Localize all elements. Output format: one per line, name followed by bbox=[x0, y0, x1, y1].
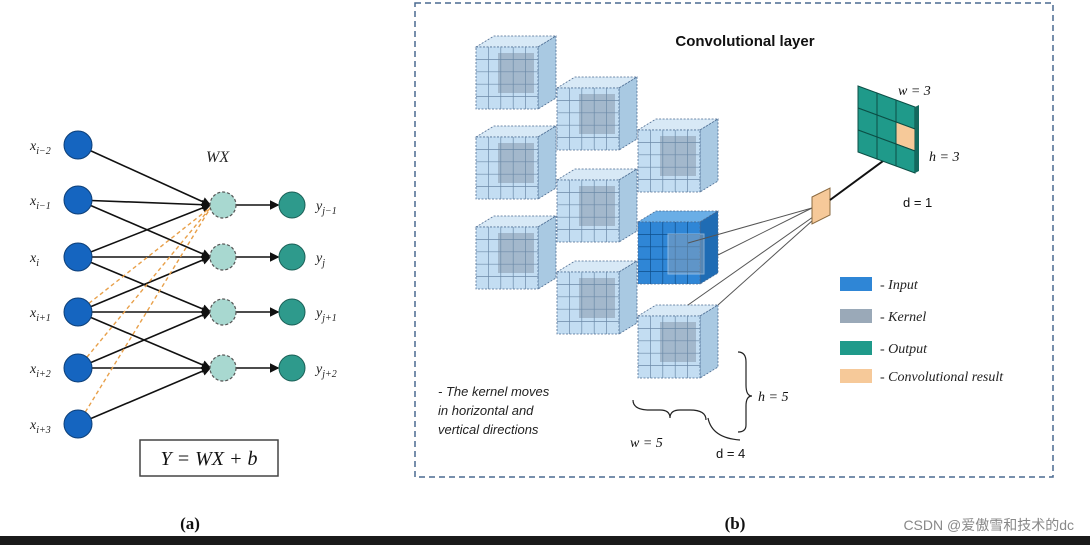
output-grid bbox=[857, 85, 919, 174]
output-h-label: h = 3 bbox=[929, 150, 959, 165]
hidden-node bbox=[209, 298, 237, 326]
network-edges bbox=[77, 144, 280, 425]
input-label: xi+2 bbox=[29, 362, 51, 380]
input-cube bbox=[474, 125, 558, 200]
output-grid-side bbox=[915, 105, 919, 173]
edge-solid bbox=[77, 311, 212, 370]
input-cubes bbox=[474, 35, 720, 379]
kernel-note-line-2: in horizontal and bbox=[438, 403, 534, 418]
conv-result-cell bbox=[811, 187, 831, 225]
input-cube bbox=[555, 260, 639, 335]
legend: - Input - Kernel - Output - Convolutiona… bbox=[840, 277, 1004, 385]
output-node bbox=[278, 191, 306, 219]
output-label: yj bbox=[314, 251, 325, 269]
input-node bbox=[63, 409, 93, 439]
output-w-label: w = 3 bbox=[898, 84, 931, 99]
projection-lines bbox=[687, 207, 823, 306]
panel-b-frame bbox=[414, 2, 1054, 478]
input-node bbox=[63, 242, 93, 272]
input-node bbox=[63, 297, 93, 327]
edge-dashed bbox=[77, 206, 212, 313]
legend-label-kernel: - Kernel bbox=[880, 310, 926, 325]
legend-swatch-input bbox=[840, 277, 872, 291]
caption-b: (b) bbox=[725, 514, 746, 533]
input-node bbox=[63, 353, 93, 383]
kernel-note: - The kernel moves in horizontal and ver… bbox=[438, 384, 550, 437]
kernel-note-line-3: vertical directions bbox=[438, 422, 539, 437]
hidden-node bbox=[209, 243, 237, 271]
edge-solid bbox=[77, 144, 212, 207]
input-label: xi−1 bbox=[29, 194, 51, 212]
edge-solid bbox=[77, 366, 212, 425]
input-cube bbox=[474, 215, 558, 290]
equation: Y = WX + b bbox=[161, 448, 258, 470]
panel-b: Convolutional layer w = 3 h = 3 d = 1 - … bbox=[414, 2, 1054, 533]
legend-swatch-conv-result bbox=[840, 369, 872, 383]
edge-dashed bbox=[77, 206, 212, 425]
legend-swatch-kernel bbox=[840, 309, 872, 323]
output-node bbox=[278, 243, 306, 271]
output-label: yj−1 bbox=[314, 199, 337, 217]
legend-label-conv-result: - Convolutional result bbox=[880, 370, 1004, 385]
edge-solid bbox=[77, 199, 212, 210]
input-cube bbox=[474, 35, 558, 110]
output-label: yj+2 bbox=[314, 362, 337, 380]
input-cube-active bbox=[636, 210, 720, 285]
legend-label-input: - Input bbox=[880, 278, 919, 293]
input-w-label: w = 5 bbox=[630, 436, 663, 451]
input-cube bbox=[636, 118, 720, 193]
legend-label-output: - Output bbox=[880, 342, 928, 357]
input-cube bbox=[555, 76, 639, 151]
input-label: xi+1 bbox=[29, 306, 51, 324]
input-cube bbox=[555, 168, 639, 243]
wx-label: WX bbox=[206, 149, 230, 166]
input-d-label: d = 4 bbox=[716, 446, 745, 461]
equation-box bbox=[139, 439, 279, 477]
output-label: yj+1 bbox=[314, 306, 337, 324]
input-dimension-braces bbox=[632, 351, 753, 441]
bottom-bar bbox=[0, 536, 1090, 545]
kernel-note-line-1: - The kernel moves bbox=[438, 384, 550, 399]
input-cube bbox=[636, 304, 720, 379]
edge-solid bbox=[77, 203, 212, 258]
conv-title: Convolutional layer bbox=[675, 33, 814, 50]
input-h-label: h = 5 bbox=[758, 390, 788, 405]
input-label: xi−2 bbox=[29, 139, 51, 157]
input-label: xi+3 bbox=[29, 418, 51, 436]
output-d-label: d = 1 bbox=[903, 195, 932, 210]
legend-swatch-output bbox=[840, 341, 872, 355]
output-node bbox=[278, 354, 306, 382]
network-labels: xi−2 xi−1 xi xi+1 xi+2 xi+3 yj−1 yj yj+1 yj+2 bbox=[29, 139, 337, 436]
network-nodes bbox=[63, 130, 306, 439]
output-node bbox=[278, 298, 306, 326]
caption-a: (a) bbox=[180, 514, 200, 533]
input-node bbox=[63, 130, 93, 160]
watermark: CSDN @爱傲雪和技术的dc bbox=[903, 517, 1074, 533]
input-node bbox=[63, 185, 93, 215]
hidden-node bbox=[209, 354, 237, 382]
edge-solid bbox=[77, 199, 212, 259]
input-label: xi bbox=[29, 251, 39, 269]
hidden-node bbox=[209, 191, 237, 219]
edge-solid bbox=[77, 256, 212, 314]
